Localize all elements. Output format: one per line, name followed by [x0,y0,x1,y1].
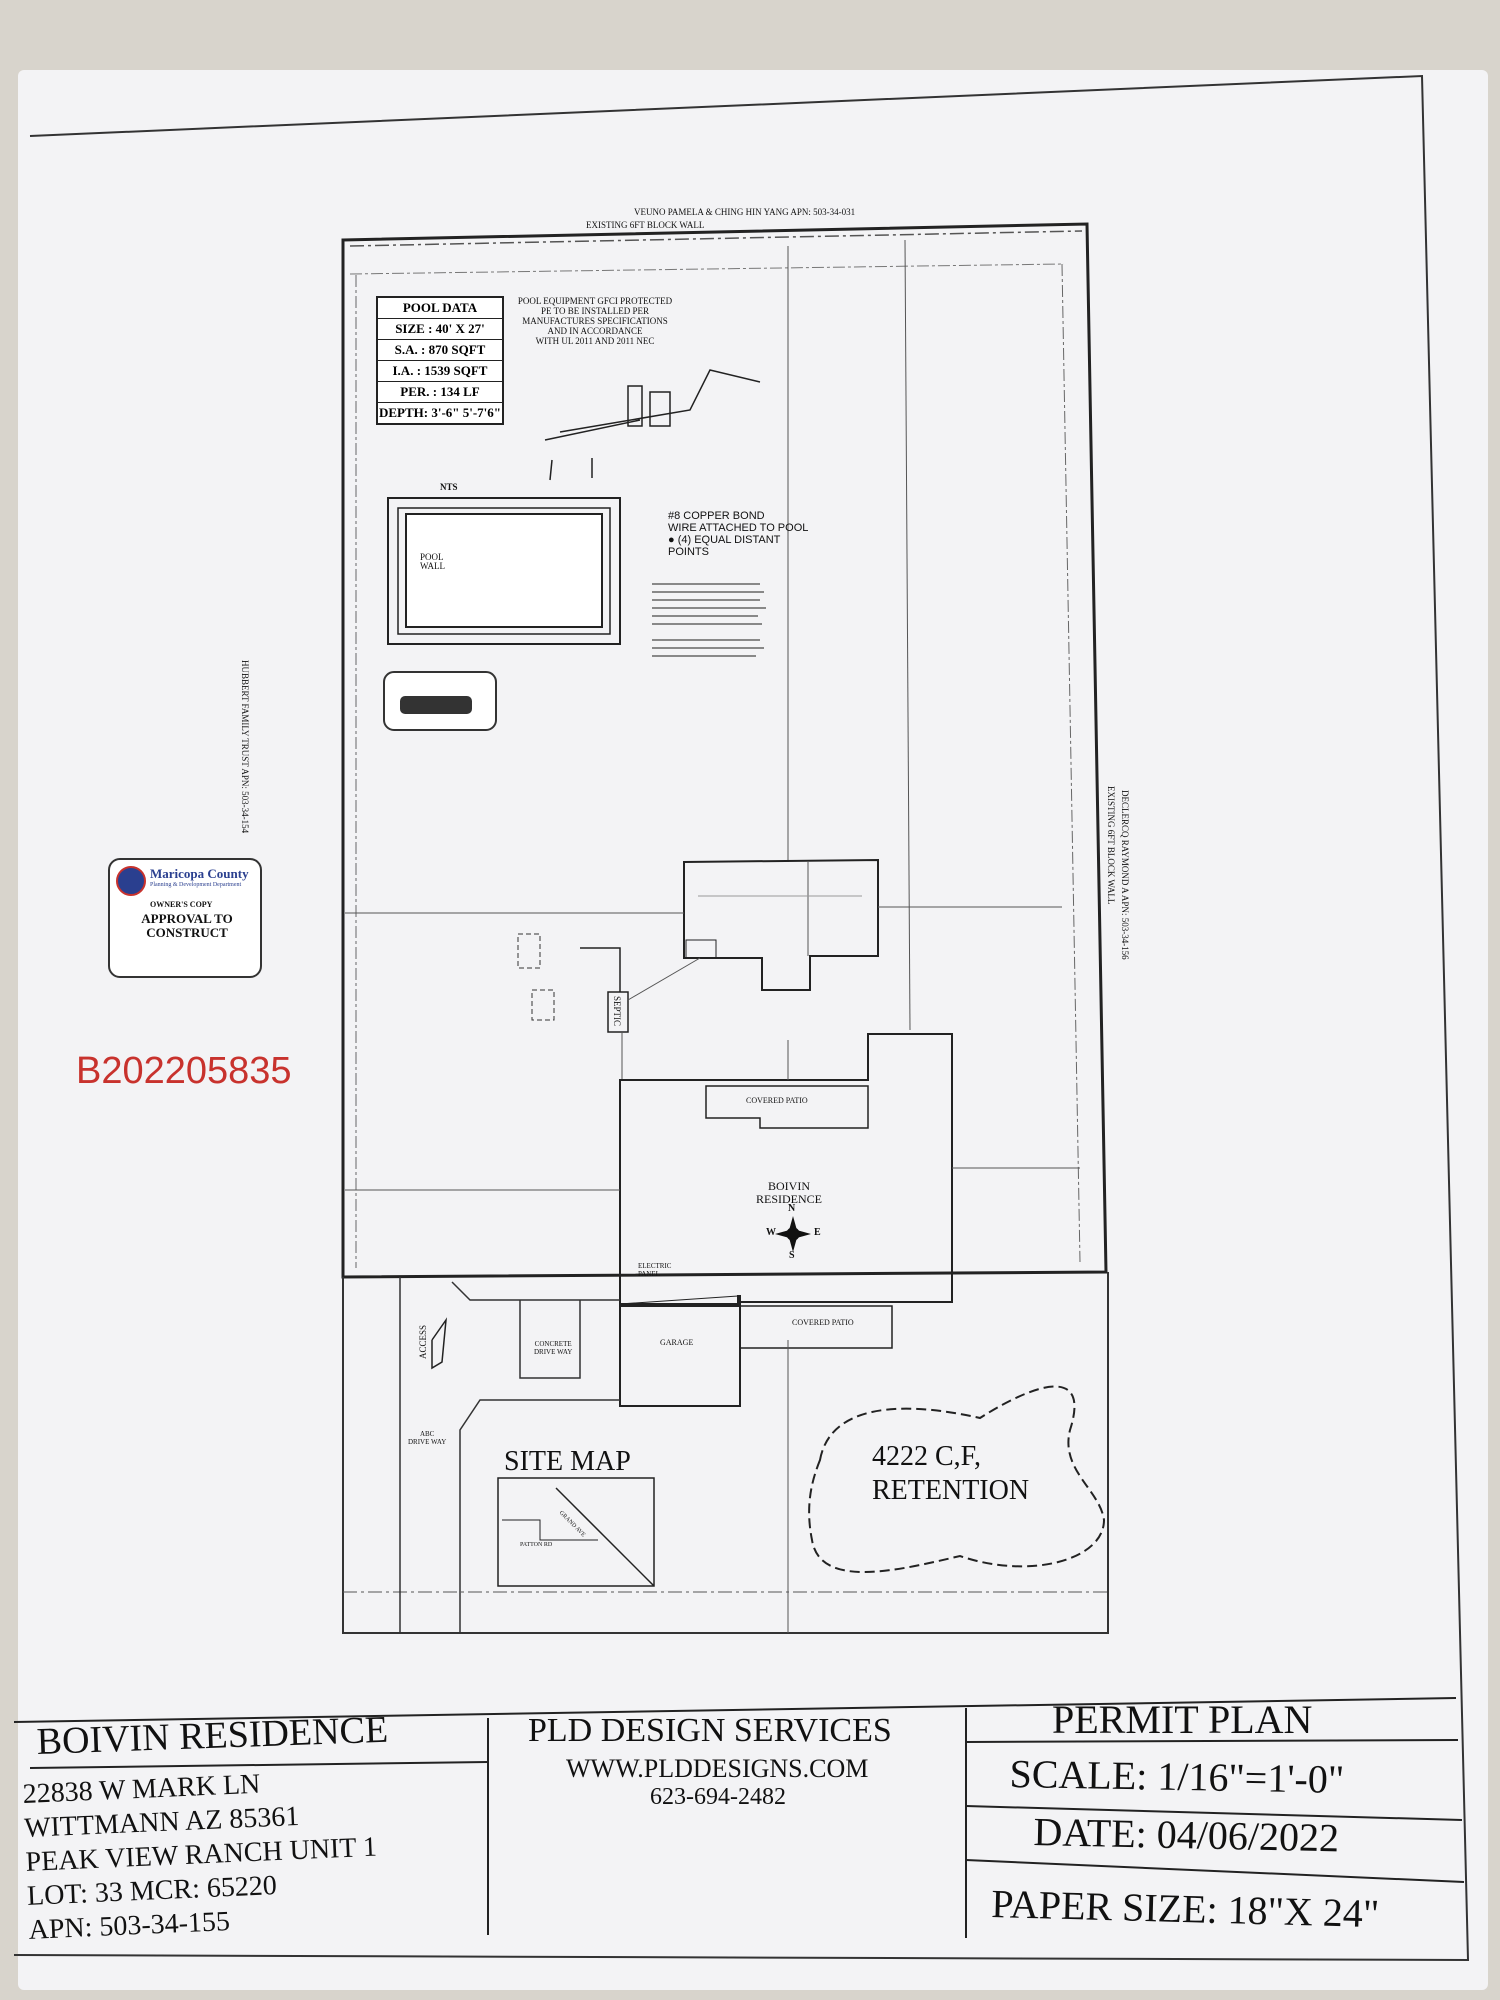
paper [18,70,1488,1990]
firm-name: PLD DESIGN SERVICES [528,1712,892,1749]
stamp-approval-line: CONSTRUCT [146,925,228,940]
garage-label: GARAGE [660,1338,694,1347]
pool-data-table: POOL DATA SIZE : 40' X 27' S.A. : 870 SQ… [376,296,504,425]
pool-data-title: POOL DATA [378,298,502,319]
pool-data-row: SIZE : 40' X 27' [378,319,502,340]
abc-drive-line: DRIVE WAY [408,1438,447,1446]
retention-line: 4222 C,F, [872,1441,982,1472]
pool-data-row: DEPTH: 3'-6" 5'-7'6" [378,405,502,420]
concrete-drive-line: CONCRETE [534,1340,572,1348]
covered-patio-bottom-label: COVERED PATIO [792,1318,854,1327]
access-label: ACCESS [418,1325,428,1360]
pool-data-row: S.A. : 870 SQFT [378,340,502,361]
west-neighbor-label: HUBBERT FAMILY TRUST APN: 503-34-154 [240,660,250,834]
general-notes-block [652,583,766,657]
patton-rd-label: PATTON RD [520,1542,553,1548]
pool-outer [387,497,621,645]
equipment-note-line: AND IN ACCORDANCE [547,326,643,336]
equipment-note-line: WITH UL 2011 AND 2011 NEC [535,336,655,346]
bond-note: #8 COPPER BOND WIRE ATTACHED TO POOL ● (… [668,510,809,558]
equipment-note-line: PE TO BE INSTALLED PER [541,306,649,316]
county-seal-icon [116,866,146,896]
compass-s: S [789,1250,795,1261]
septic-label: SEPTIC [612,996,622,1027]
nts-label: NTS [440,482,458,492]
access-arrow [431,1317,448,1370]
pool-wall-text: WALL [420,561,445,571]
setback-line [349,263,1065,275]
east-wall-label: EXISTING 6FT BLOCK WALL [1106,786,1116,905]
concrete-drive-line: DRIVE WAY [534,1348,573,1356]
sheet-border [13,74,1470,1962]
plan-type: PERMIT PLAN [1052,1697,1313,1742]
site-map-title: SITE MAP [504,1446,631,1477]
bond-note-line: (4) EQUAL DISTANT [677,534,781,546]
electric-panel-line: ELECTRIC [638,1262,672,1270]
septic-tank [607,991,629,1033]
east-neighbor-label: DECLERCQ RAYMOND A APN: 503-34-156 [1120,790,1130,960]
plan-date: DATE: 04/06/2022 [1033,1808,1340,1861]
property-line [341,222,1108,1279]
residence-label-line: BOIVIN [768,1179,810,1193]
residence-label-line: RESIDENCE [756,1192,822,1206]
abc-drive-line: ABC [419,1430,435,1438]
east-setback [1061,263,1081,1263]
compass-n: N [788,1203,796,1214]
covered-patio-top-outline [705,1085,869,1129]
site-map-inset [497,1477,655,1587]
firm-website: WWW.PLDDESIGNS.COM [566,1754,869,1783]
dim-line-2 [904,239,911,1031]
north-fence [349,230,1083,247]
plan-scale: SCALE: 1/16"=1'-0" [1009,1750,1345,1802]
covered-patio-top-label: COVERED PATIO [746,1096,808,1105]
permit-number: B202205835 [76,1050,292,1092]
address-line: LOT: 33 MCR: 65220 [26,1870,278,1912]
equipment-note-line: POOL EQUIPMENT GFCI PROTECTED [517,296,673,306]
compass-w: W [766,1227,776,1238]
bond-note-line: WIRE ATTACHED TO POOL [668,522,809,534]
retention-label: 4222 C,F,RETENTION [872,1440,1029,1508]
firm-phone: 623-694-2482 [650,1784,786,1810]
north-wall-label: EXISTING 6FT BLOCK WALL [586,220,705,230]
retention-line: RETENTION [872,1475,1030,1506]
compass-e: E [814,1227,821,1238]
pool-inner [405,513,603,628]
stamp-county: Maricopa County [150,866,249,881]
equipment-note-line: MANUFACTURES SPECIFICATIONS [522,316,668,326]
pool-wall-text: POOL [420,552,444,562]
pool-middle [397,507,611,635]
electric-panel-line: PANEL [638,1270,660,1278]
garage-outline [619,1295,741,1407]
accessory-building [683,858,879,991]
equipment-note: POOL EQUIPMENT GFCI PROTECTED PE TO BE I… [510,296,680,346]
north-neighbor-label: VEUNO PAMELA & CHING HIN YANG APN: 503-3… [634,207,856,217]
pool-equipment-sketch [544,369,761,481]
stamp-approval-line: APPROVAL TO [141,911,233,926]
retention-basin [808,1385,1106,1573]
pool-data-row: I.A. : 1539 SQFT [378,361,502,382]
covered-patio-bottom-outline [739,1305,893,1349]
stamp-copy: OWNER'S COPY [150,900,213,909]
stamp-dept: Planning & Development Department [150,882,242,888]
county-approval-stamp: Maricopa County Planning & Development D… [108,858,262,978]
bond-note-line: #8 COPPER BOND [668,510,765,522]
compass-rose [775,1216,811,1252]
title-block-grid [13,1697,1465,1938]
bond-note-line: POINTS [668,546,709,558]
project-address: 22838 W MARK LN WITTMANN AZ 85361 PEAK V… [22,1763,381,1948]
south-lot [342,1272,1109,1634]
address-line: APN: 503-34-155 [27,1906,231,1946]
pool-data-row: PER. : 134 LF [378,382,502,403]
